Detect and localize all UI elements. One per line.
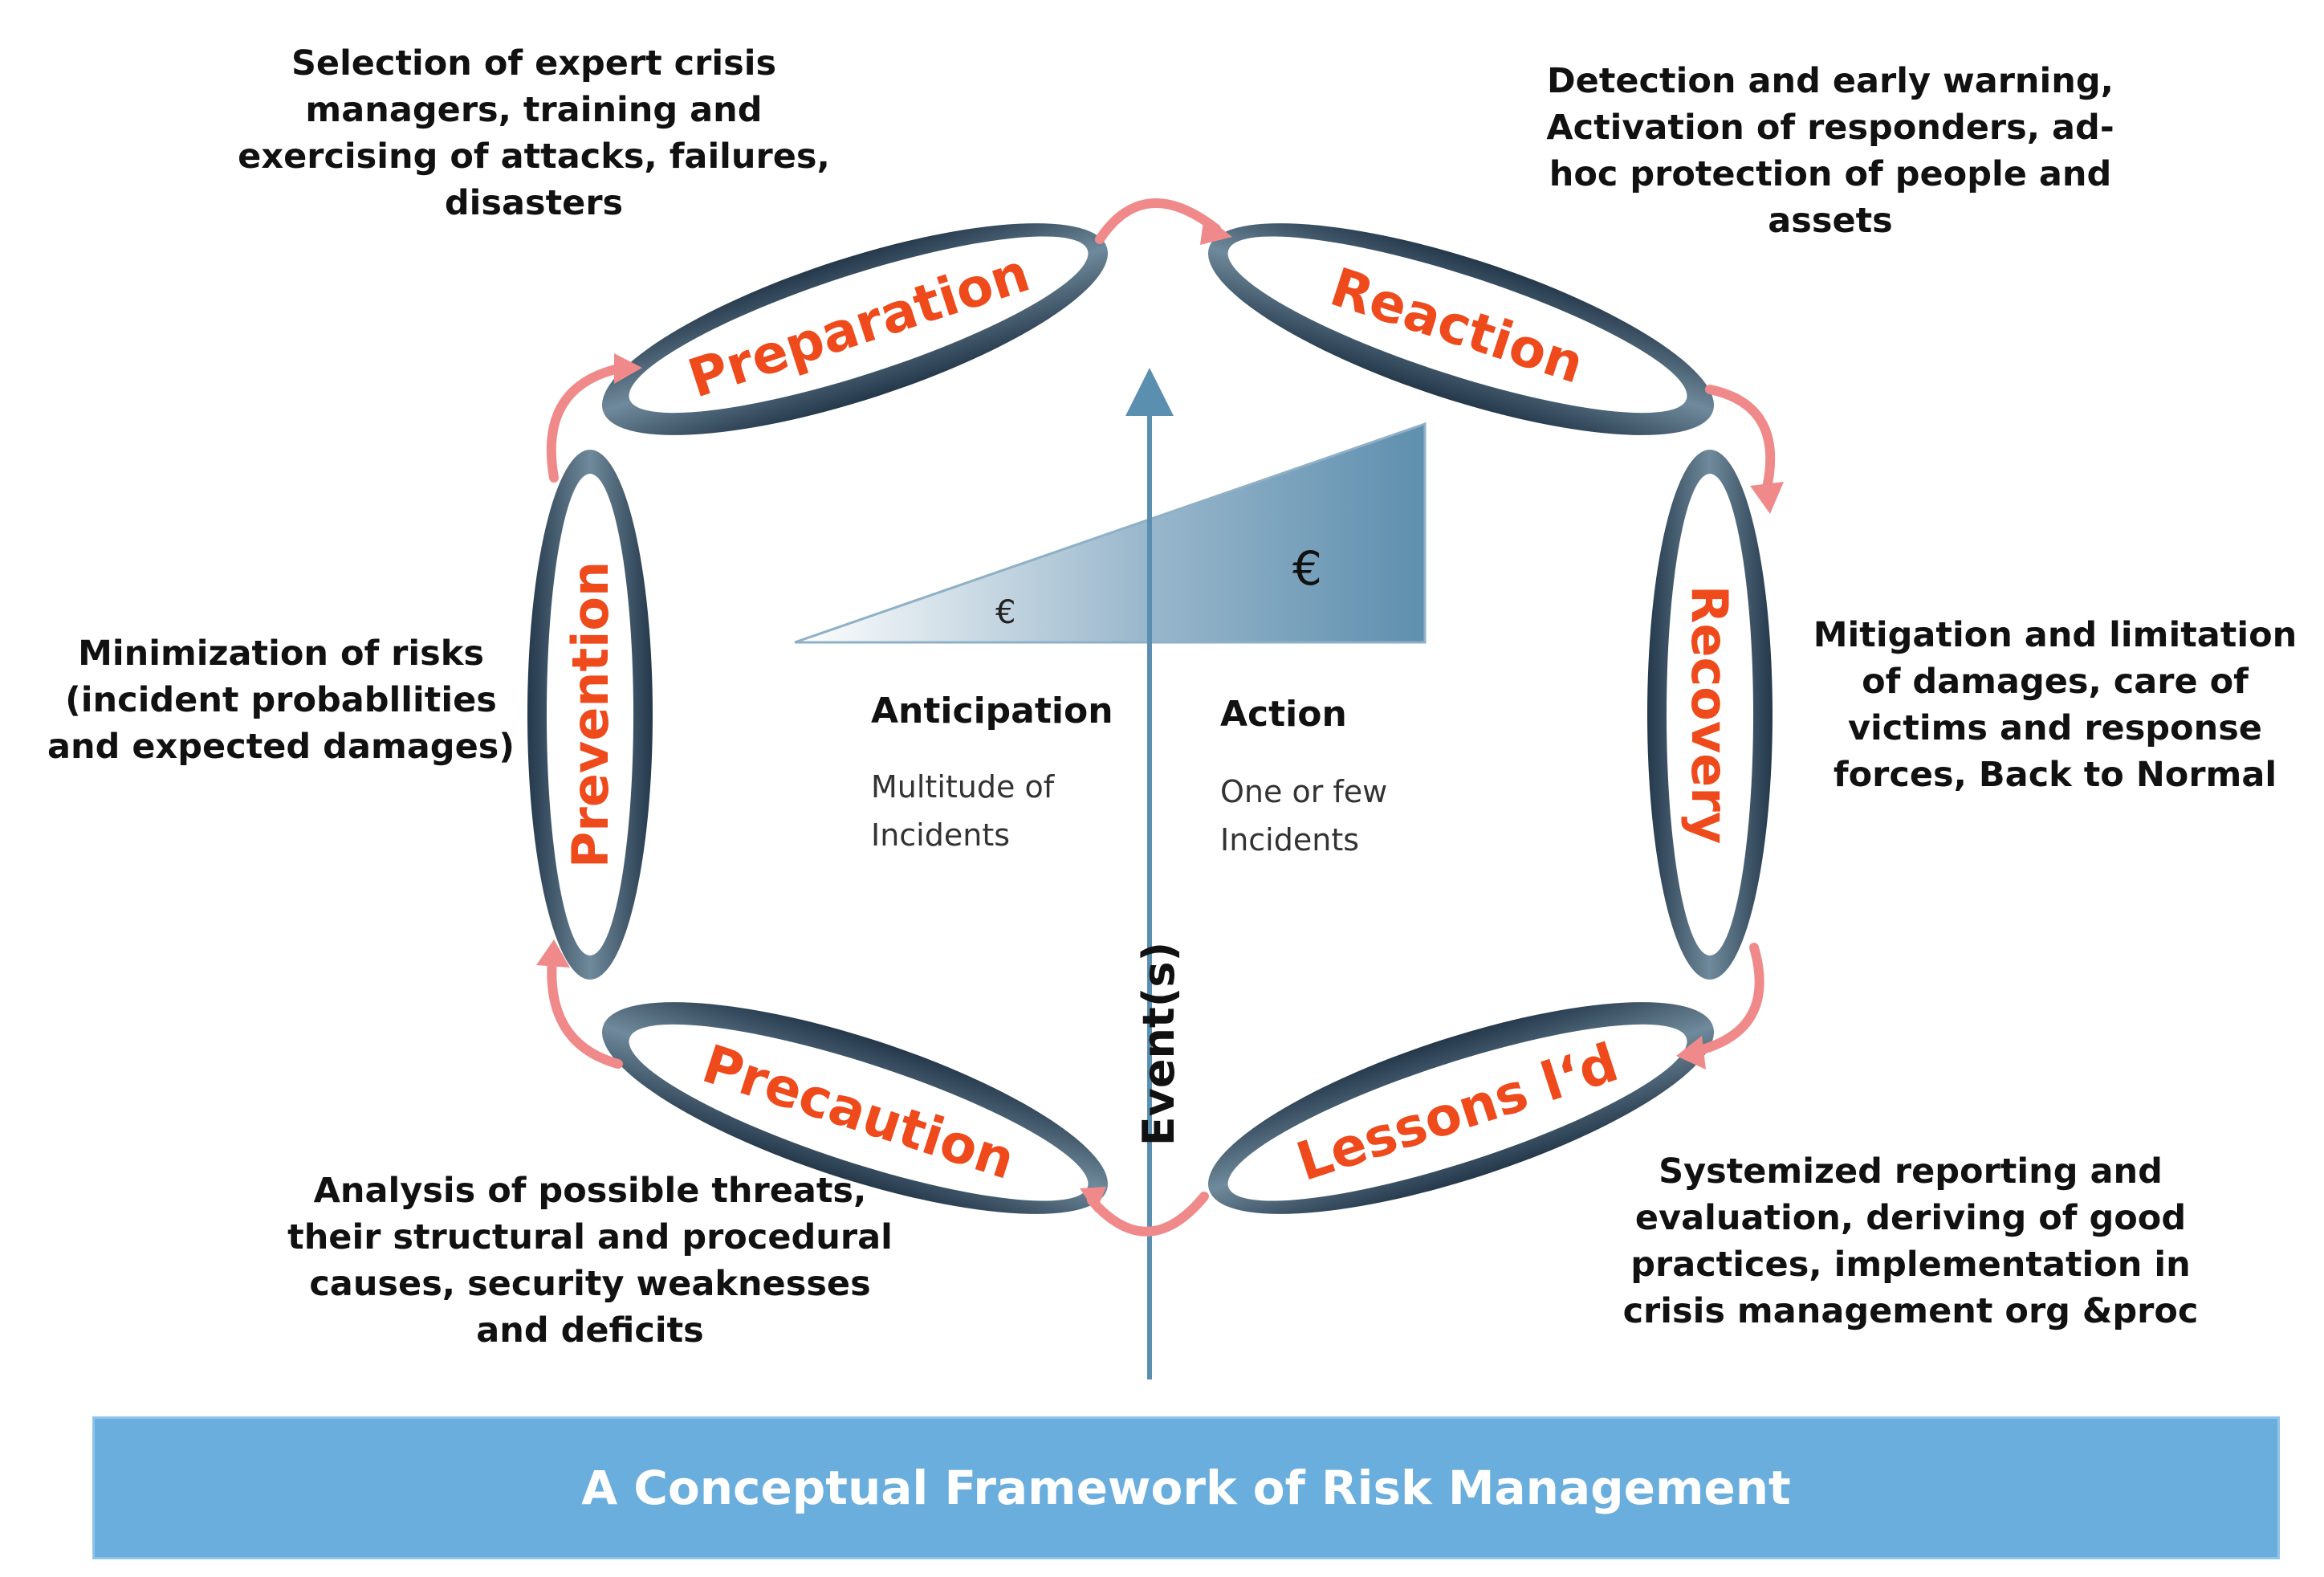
arrowhead-6-icon [614,353,642,384]
arrowhead-1-icon [1200,215,1232,245]
arrow-prevention-to-preparation-icon [546,363,627,483]
precaution-description: Analysis of possible threats, their stru… [287,1171,893,1351]
lessons-description: Systemized reporting and evaluation, der… [1622,1151,2199,1331]
action-title: Action [1220,694,1347,735]
prevention-description: Minimization of risks (incident probabll… [47,634,515,767]
recovery-label: Recovery [1680,585,1739,845]
event-axis-label: Event(s) [1134,942,1184,1146]
cost-large-symbol: € [1292,541,1322,596]
title-banner: A Conceptual Framework of Risk Managemen… [92,1416,2280,1559]
anticipation-subtitle: Multitude of Incidents [871,769,1055,853]
cost-wedge [794,422,1427,644]
reaction-description: Detection and early warning, Activation … [1546,61,2114,241]
action-subtitle: One or few Incidents [1220,774,1388,858]
preparation-ring: Preparation [601,223,1109,435]
arrowhead-5-icon [536,939,570,968]
arrow-preparation-to-reaction-icon [1095,198,1221,244]
prevention-ring: Prevention [527,450,653,980]
recovery-ring: Recovery [1647,450,1773,980]
anticipation-title: Anticipation [871,691,1113,731]
arrowhead-3-icon [1676,1036,1706,1070]
arrowhead-2-icon [1750,482,1784,514]
banner-title: A Conceptual Framework of Risk Managemen… [581,1461,1791,1515]
prevention-label: Prevention [561,561,620,868]
arrow-reaction-to-recovery-icon [1705,385,1776,496]
arrowhead-4-icon [1080,1187,1106,1212]
arrow-precaution-to-prevention-icon [547,955,623,1069]
recovery-description: Mitigation and limitation of damages, ca… [1813,615,2298,795]
arrow-lessons-to-precaution-icon [1087,1192,1209,1237]
preparation-description: Selection of expert crisis managers, tra… [238,43,830,223]
cost-small-symbol: € [995,594,1015,631]
arrow-recovery-to-lessons-icon [1689,943,1764,1057]
